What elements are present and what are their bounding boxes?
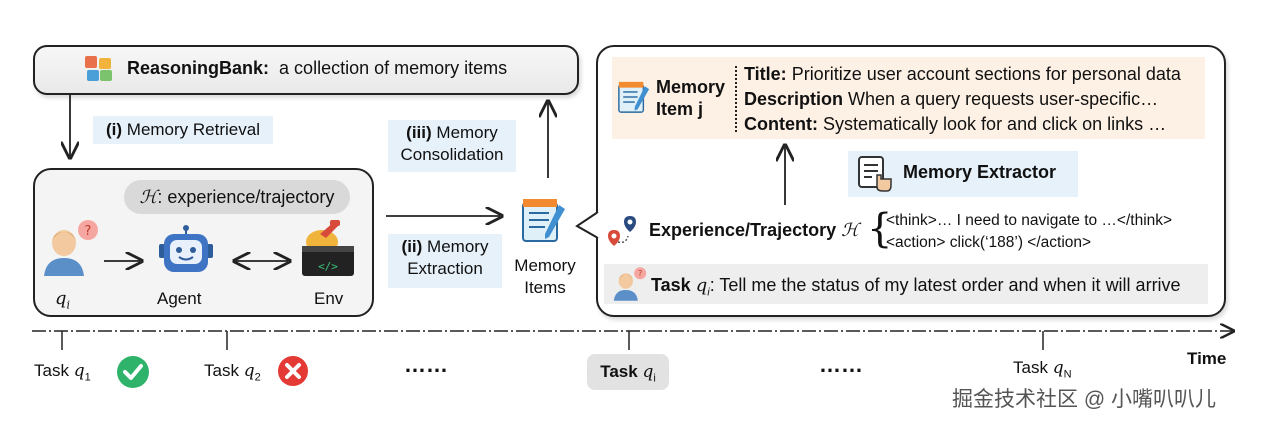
- memory-item-title: Title: Prioritize user account sections …: [744, 64, 1181, 84]
- env-label: Env: [314, 289, 344, 308]
- user-label: qi: [55, 288, 71, 312]
- reasoningbank-label: ReasoningBank: a collection of memory it…: [127, 58, 508, 78]
- memory-item-fields: Title: Prioritize user account sections …: [744, 62, 1181, 137]
- user-icon: ?: [612, 266, 648, 302]
- callout-pointer: [575, 211, 599, 239]
- map-pin-icon: [606, 212, 642, 248]
- think-step: <think>… I need to navigate to …</think>: [886, 212, 1173, 229]
- memory-item-description: Description When a query requests user-s…: [744, 89, 1159, 109]
- ellipsis-2: ……: [819, 352, 863, 377]
- experience-pill: ℋ: experience/trajectory: [124, 180, 350, 214]
- task-n-label: Task qN: [1013, 358, 1072, 381]
- notebook-icon: [616, 79, 652, 115]
- memory-consolidation-label: (iii) Memory Consolidation: [388, 120, 516, 172]
- robot-icon: [155, 224, 217, 280]
- task-2-label: Task q2: [204, 361, 261, 384]
- memory-item-content: Content: Systematically look for and cli…: [744, 114, 1167, 134]
- trajectory-label: Experience/Trajectory ℋ: [649, 220, 859, 241]
- reasoningbank-box: [33, 45, 579, 95]
- brace-icon: {: [867, 206, 893, 252]
- extractor-icon: [857, 155, 893, 193]
- time-axis-label: Time: [1187, 349, 1227, 368]
- memory-extraction-label: (ii) Memory Extraction: [388, 234, 502, 288]
- success-check-icon: [116, 355, 150, 389]
- puzzle-icon: [84, 55, 114, 83]
- task-1-label: Task q1: [34, 361, 91, 384]
- action-step: <action> click(‘188’) </action>: [886, 234, 1092, 251]
- memory-items-label: Memory Items: [514, 256, 576, 297]
- memory-item-box: [612, 57, 1205, 139]
- user-icon: ?: [42, 218, 100, 278]
- memory-retrieval-label: (i) Memory Retrieval: [93, 116, 273, 144]
- svg-text:</>: </>: [318, 260, 338, 273]
- environment-icon: </>: [300, 220, 356, 278]
- watermark: 掘金技术社区 @ 小嘴叭叭儿: [952, 388, 1216, 411]
- agent-label: Agent: [157, 289, 202, 308]
- trajectory-steps: <think>… I need to navigate to …</think>…: [886, 210, 1172, 254]
- ellipsis-1: ……: [404, 352, 448, 377]
- memory-extractor-label: Memory Extractor: [903, 162, 1057, 182]
- task-box: [604, 264, 1208, 304]
- memory-item-heading: Memory Item j: [656, 77, 726, 119]
- task-i-label: Task qi: [587, 354, 669, 390]
- svg-text:?: ?: [85, 224, 92, 239]
- svg-text:?: ?: [638, 269, 642, 278]
- task-description: Task qi: Tell me the status of my latest…: [651, 275, 1181, 299]
- memory-item-divider: [735, 66, 737, 132]
- notebook-icon: [519, 195, 569, 245]
- failure-cross-icon: [277, 355, 309, 387]
